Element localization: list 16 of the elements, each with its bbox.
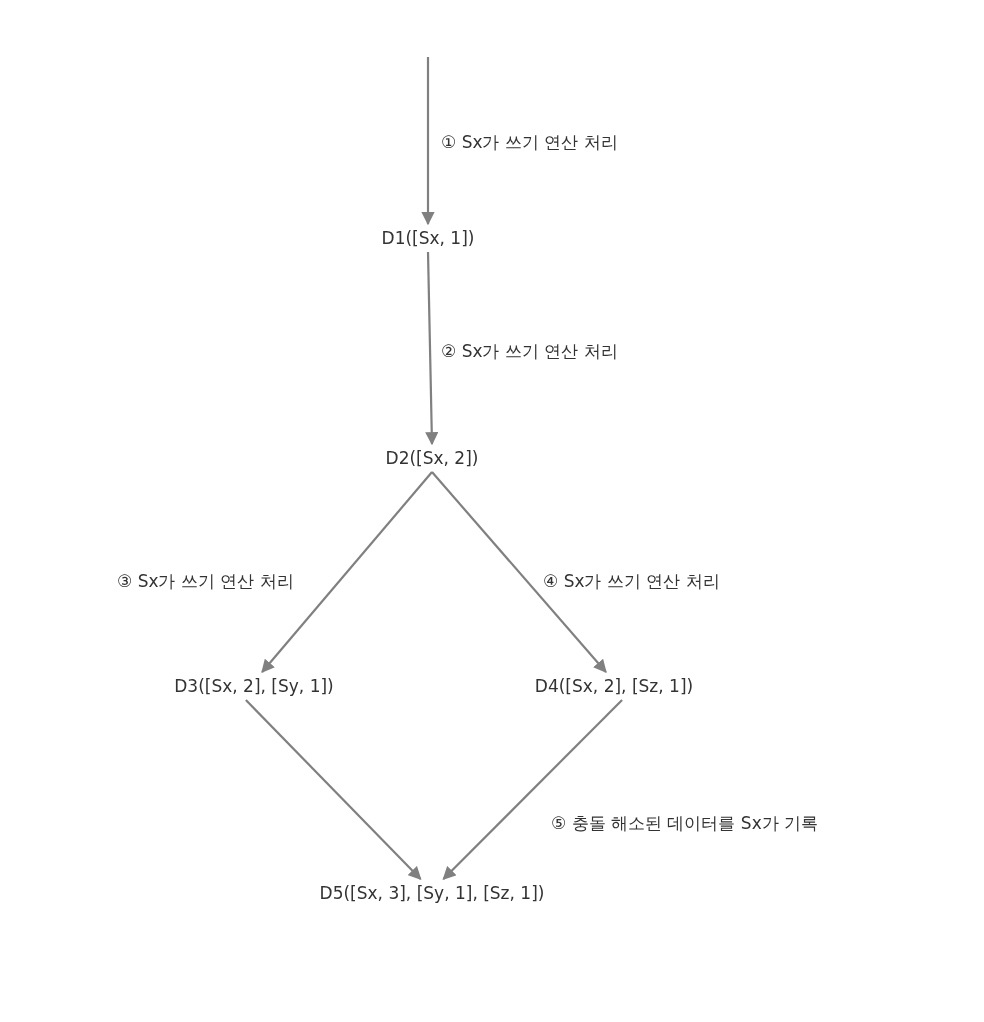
node-label: D5([Sx, 3], [Sy, 1], [Sz, 1])	[317, 879, 547, 907]
node-label: D3([Sx, 2], [Sy, 1])	[172, 672, 336, 700]
arrow	[442, 699, 623, 880]
node-label: D2([Sx, 2])	[383, 444, 481, 472]
arrow	[261, 471, 433, 673]
arrow	[425, 251, 439, 446]
edge-label: ⑤ 충돌 해소된 데이터를 Sx가 기록	[551, 811, 819, 835]
edge-label: ② Sx가 쓰기 연산 처리	[441, 339, 618, 363]
edge-label: ④ Sx가 쓰기 연산 처리	[543, 569, 720, 593]
arrow	[421, 57, 435, 226]
edge-label: ① Sx가 쓰기 연산 처리	[441, 130, 618, 154]
arrow	[245, 699, 422, 880]
node-label: D4([Sx, 2], [Sz, 1])	[532, 672, 696, 700]
node-label: D1([Sx, 1])	[379, 224, 477, 252]
edge-label: ③ Sx가 쓰기 연산 처리	[117, 569, 294, 593]
arrow	[431, 471, 607, 673]
